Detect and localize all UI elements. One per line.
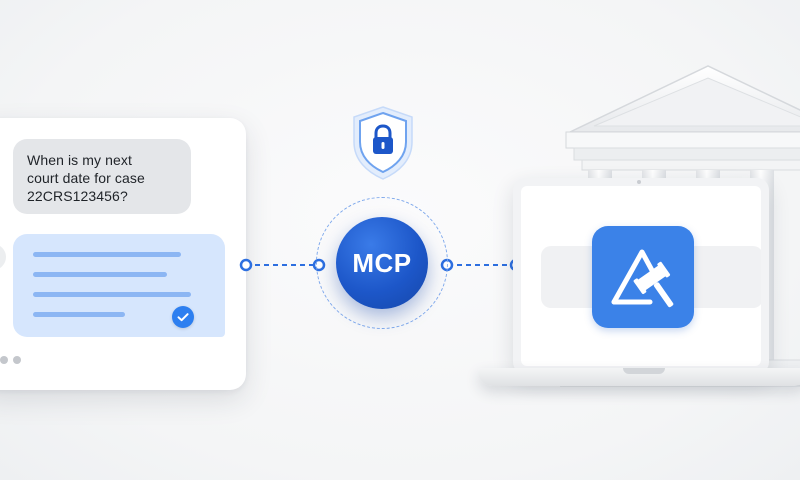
answer-line [33,272,167,277]
answer-bubble [13,234,225,337]
lock-shield-icon [353,106,413,180]
question-line-1: When is my next [27,152,132,168]
mcp-orbit-ring [316,197,448,329]
question-line-2: court date for case [27,170,145,186]
mcp-hub: MCP [336,217,428,309]
typing-dot [13,356,21,364]
avatar [0,244,6,270]
answer-line [33,312,125,317]
question-line-3: 22CRS123456? [27,188,128,204]
answer-line [33,252,181,257]
laptop-notch [623,368,665,374]
answer-line [33,292,191,297]
camera-dot [637,180,641,184]
question-bubble: When is my next court date for case 22CR… [13,139,191,214]
check-icon [172,306,194,328]
laptop-base [478,368,800,386]
typing-dot [0,356,8,364]
chat-window: When is my next court date for case 22CR… [0,118,246,390]
gavel-triangle-icon [592,226,694,328]
